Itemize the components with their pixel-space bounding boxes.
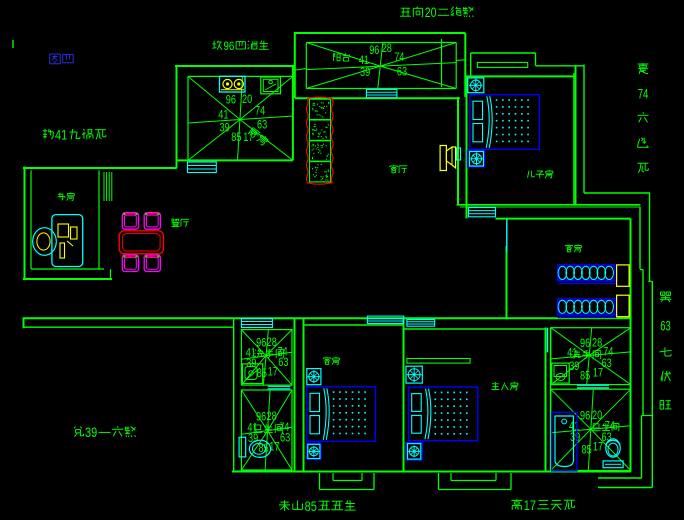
svg-text:20: 20: [425, 5, 437, 20]
svg-text:17: 17: [243, 132, 253, 144]
svg-text:85: 85: [582, 445, 592, 457]
svg-text:39: 39: [248, 433, 258, 445]
svg-text:96: 96: [580, 338, 590, 350]
svg-text:63: 63: [278, 357, 288, 369]
svg-text:74: 74: [255, 106, 266, 118]
svg-text:96: 96: [580, 411, 590, 423]
svg-text:17: 17: [524, 497, 536, 513]
svg-text:41: 41: [567, 347, 577, 359]
svg-text:85: 85: [231, 132, 241, 144]
svg-text:28: 28: [267, 337, 277, 349]
svg-text:28: 28: [267, 411, 277, 423]
svg-text:17: 17: [593, 368, 603, 380]
svg-text:85: 85: [257, 368, 267, 380]
svg-text:74: 74: [394, 52, 405, 64]
svg-text:28: 28: [592, 338, 602, 350]
svg-text:39: 39: [360, 67, 370, 79]
svg-text:85: 85: [580, 371, 590, 383]
svg-text:39: 39: [570, 432, 580, 444]
svg-text:41: 41: [359, 55, 369, 67]
svg-text:41: 41: [218, 110, 228, 122]
svg-text:17: 17: [593, 442, 603, 454]
svg-text:39: 39: [85, 424, 97, 440]
svg-text:96: 96: [226, 95, 236, 107]
svg-text:63: 63: [602, 432, 612, 444]
svg-text:28: 28: [382, 43, 392, 55]
svg-text:39: 39: [569, 361, 579, 373]
svg-text:20: 20: [592, 410, 602, 422]
svg-text:17: 17: [269, 442, 279, 454]
svg-text:96: 96: [256, 338, 266, 350]
svg-text:96: 96: [256, 412, 266, 424]
svg-text:63: 63: [660, 319, 671, 334]
svg-text:20: 20: [242, 94, 252, 106]
svg-text:96: 96: [224, 39, 235, 53]
svg-text:39: 39: [220, 123, 230, 135]
svg-text:74: 74: [279, 422, 290, 434]
svg-text:41: 41: [246, 347, 256, 359]
svg-text:74: 74: [638, 87, 649, 102]
svg-text:63: 63: [280, 432, 290, 444]
svg-text:85: 85: [305, 498, 317, 514]
svg-text:17: 17: [268, 366, 278, 378]
svg-text:63: 63: [397, 67, 407, 79]
svg-text:41: 41: [55, 127, 67, 143]
svg-text:74: 74: [605, 421, 616, 433]
svg-text:74: 74: [277, 347, 288, 359]
svg-text:63: 63: [602, 358, 612, 370]
svg-text:74: 74: [603, 347, 614, 359]
svg-text:41: 41: [247, 423, 257, 435]
svg-text:63: 63: [257, 120, 267, 132]
svg-text:85: 85: [259, 443, 269, 455]
svg-text:96: 96: [369, 45, 379, 57]
